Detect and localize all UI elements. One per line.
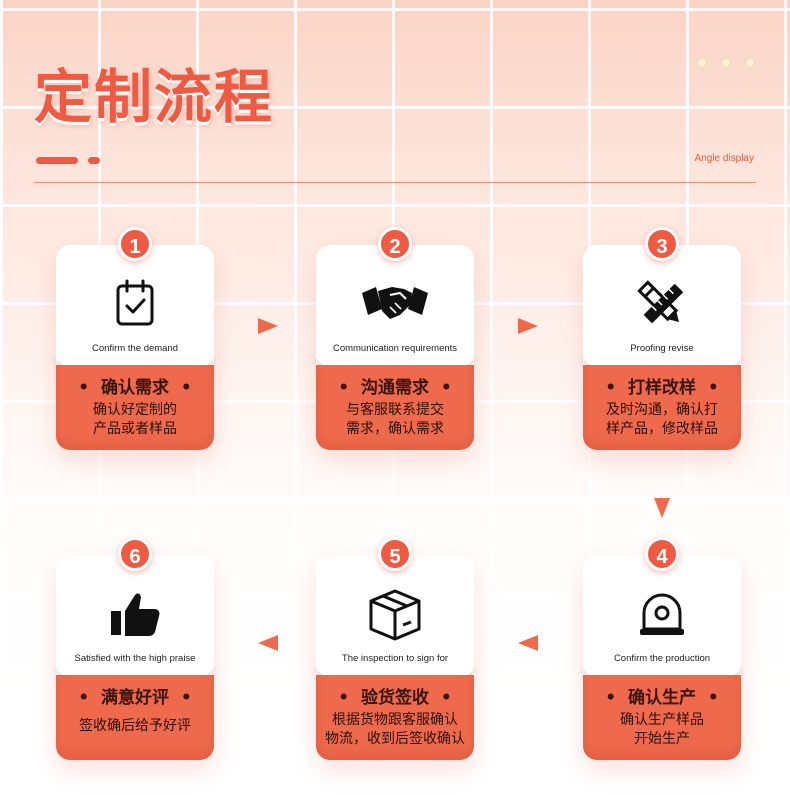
step-card-1: 1 Confirm the demand • 确认需求 • 确认好定制的产品或者… [56,227,214,450]
decorative-dots [697,58,755,68]
step-title: • 沟通需求 • [338,378,452,398]
arrow-down-icon [654,498,670,518]
step-english-label: Confirm the demand [91,343,179,354]
step-number: 1 [118,227,152,261]
title-underline-long [36,157,78,164]
step-english-label: Satisfied with the high praise [74,653,196,664]
arrow-left-icon [518,635,538,651]
step-description: 确认生产样品开始生产 [620,712,704,747]
step-card-3: 3 Proofing revise • 打样改样 • 及时沟通，确认打样产品，修… [583,227,741,450]
step-number: 3 [645,227,679,261]
step-description: 确认好定制的产品或者样品 [93,402,177,437]
thumbs-up-icon [105,585,165,645]
step-title: • 验货签收 • [338,688,452,708]
package-box-icon [365,585,425,645]
step-title: • 确认需求 • [78,378,192,398]
page-title: 定制流程 [34,63,275,131]
calendar-check-icon [105,275,165,335]
step-number: 2 [378,227,412,261]
arrow-right-icon [258,318,278,334]
step-card-6: 6 Satisfied with the high praise • 满意好评 … [56,537,214,760]
step-description: 及时沟通，确认打样产品，修改样品 [606,402,718,437]
arrow-right-icon [518,318,538,334]
step-english-label: Communication requirements [332,343,458,354]
step-title: • 打样改样 • [605,378,719,398]
step-description: 根据货物跟客服确认物流，收到后签收确认 [325,712,465,747]
step-title: • 满意好评 • [78,688,192,708]
step-number: 6 [118,537,152,571]
step-card-2: 2 Communication requirements • 沟通需求 • 与客… [316,227,474,450]
header-divider [34,182,756,183]
step-title: • 确认生产 • [605,688,719,708]
angle-display-label: Angle display [694,153,754,164]
step-card-4: 4 Confirm the production • 确认生产 • 确认生产样品… [583,537,741,760]
arrow-left-icon [258,635,278,651]
step-number: 5 [378,537,412,571]
handshake-icon [360,275,430,335]
step-description: 与客服联系提交需求，确认需求 [346,402,444,437]
alarm-bell-icon [632,585,692,645]
step-card-5: 5 The inspection to sign for • 验货签收 • 根据… [316,537,474,760]
step-english-label: Proofing revise [630,343,694,354]
step-english-label: Confirm the production [613,653,711,664]
step-description: 签收确后给予好评 [79,718,191,734]
step-number: 4 [645,537,679,571]
step-english-label: The inspection to sign for [341,653,449,664]
pencil-ruler-icon [632,275,692,335]
title-underline-short [88,157,100,164]
